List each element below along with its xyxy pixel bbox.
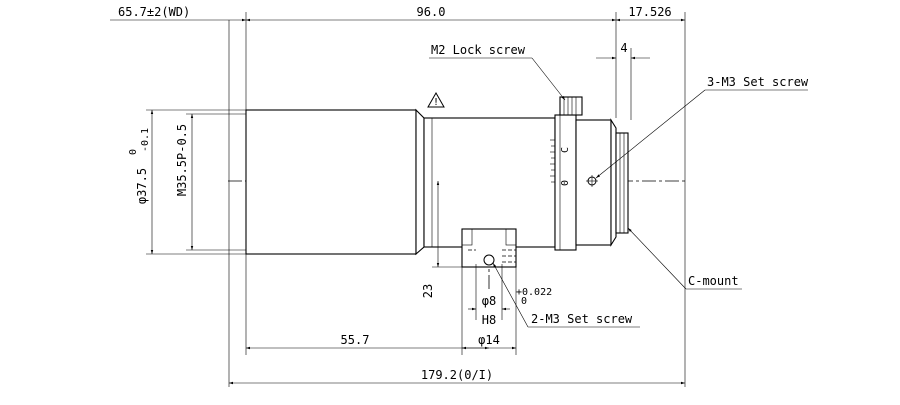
dim-mount-position: 55.7 bbox=[341, 333, 370, 347]
dim-outer-diameter: φ37.5 bbox=[135, 168, 149, 204]
svg-text:!: ! bbox=[433, 97, 439, 108]
dim-mount-height: 23 bbox=[421, 284, 435, 298]
dim-diameter-tol-lower: -0.1 bbox=[140, 128, 151, 152]
lock-screw-knob bbox=[559, 96, 583, 116]
label-lock-screw: M2 Lock screw bbox=[431, 43, 526, 57]
left-dimensions bbox=[146, 109, 246, 255]
dim-total-length: 179.2(0/I) bbox=[421, 368, 493, 382]
focus-scale: C 0 bbox=[550, 139, 571, 186]
dim-diameter-tol-upper: 0 bbox=[128, 149, 139, 155]
dim-hole-tol-upper: +0.022 bbox=[516, 287, 552, 298]
label-c-mount: C-mount bbox=[688, 274, 739, 288]
warning-triangle-icon: ! bbox=[427, 91, 445, 108]
dim-working-distance: 65.7±2(WD) bbox=[118, 5, 190, 19]
dim-mount-width: φ14 bbox=[478, 333, 500, 347]
dim-body-length: 96.0 bbox=[417, 5, 446, 19]
dim-hole-fit: H8 bbox=[482, 313, 496, 327]
dim-flange-length: 17.526 bbox=[628, 5, 671, 19]
scale-mark-c: C bbox=[560, 147, 571, 153]
dim-lock-offset: 4 bbox=[620, 41, 627, 55]
bottom-dimensions bbox=[229, 181, 685, 385]
dim-hole-diameter: φ8 bbox=[482, 294, 496, 308]
label-set-screw-2: 2-M3 Set screw bbox=[531, 312, 633, 326]
tripod-mount bbox=[461, 228, 517, 268]
dim-hole-tol-lower: 0 bbox=[521, 296, 527, 307]
label-set-screw-3: 3-M3 Set screw bbox=[707, 75, 809, 89]
scale-mark-zero: 0 bbox=[560, 180, 571, 186]
top-dimensions bbox=[110, 12, 686, 387]
callout-leaders bbox=[429, 57, 808, 328]
dim-filter-thread: M35.5P-0.5 bbox=[175, 124, 189, 196]
